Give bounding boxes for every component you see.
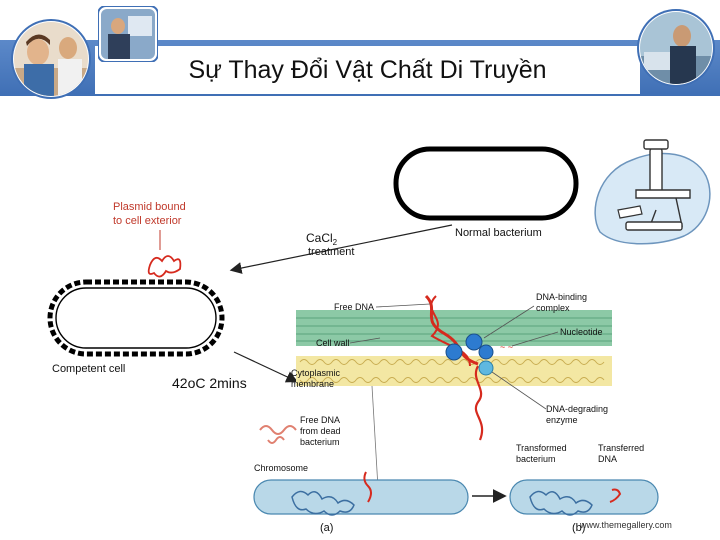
title-panel: [95, 46, 640, 94]
office-worker-photo: [98, 6, 158, 62]
footer-url: www.themegallery.com: [580, 520, 672, 530]
treatment-label: treatment: [308, 246, 354, 258]
heat-shock-label: 42oC 2mins: [172, 375, 247, 391]
competent-cell-shape: [47, 279, 225, 357]
dna-degrading-enzyme-shape: [478, 360, 494, 376]
bound-plasmid-dna: [147, 255, 182, 278]
office-people-photo-right: [637, 9, 715, 87]
office-people-photo: [11, 19, 91, 99]
heat-shock-arrow: [233, 351, 299, 383]
free-dna-dead-label-3: bacterium: [300, 437, 340, 447]
transition-arrow: [229, 224, 453, 274]
dna-degrading-label-2: enzyme: [546, 415, 578, 425]
normal-bacterium-shape: [393, 146, 579, 221]
svg-text:CaCl2: CaCl2: [306, 231, 338, 247]
microscope-icon: [594, 139, 711, 245]
nucleotide-marks: ~ ~: [500, 342, 513, 352]
nucleotide-label: Nucleotide: [560, 327, 603, 337]
bacterium-b: [509, 479, 659, 516]
dna-degrading-label-1: DNA-degrading: [546, 404, 608, 414]
transferred-label-1: Transferred: [598, 443, 644, 453]
free-dna-dead-label-1: Free DNA: [300, 415, 340, 425]
competent-cell-label: Competent cell: [52, 363, 125, 375]
slide-title: Sự Thay Đổi Vật Chất Di Truyền: [188, 56, 547, 84]
zoom-guide-line: [371, 385, 379, 489]
cytoplasmic-label-1: Cytoplasmic: [291, 368, 341, 378]
cacl2-label: CaCl: [306, 231, 333, 245]
transferred-label-2: DNA: [598, 454, 617, 464]
plasmid-bound-label-1: Plasmid bound: [113, 201, 186, 213]
entering-dna-strand: [474, 365, 484, 441]
chromosome-label: Chromosome: [254, 463, 308, 473]
dna-binding-protein: [465, 333, 483, 351]
normal-bacterium-label: Normal bacterium: [455, 227, 542, 239]
label-a: (a): [320, 522, 333, 534]
free-dna-label: Free DNA: [334, 302, 374, 312]
dead-bacterium-dna: [259, 425, 297, 444]
free-dna-dead-label-2: from dead: [300, 426, 341, 436]
cell-wall-label: Cell wall: [316, 338, 350, 348]
plasmid-bound-label-2: to cell exterior: [113, 215, 182, 227]
transformed-label-2: bacterium: [516, 454, 556, 464]
cytoplasmic-label-2: membrane: [291, 379, 334, 389]
dna-binding-label-1: DNA-binding: [536, 292, 587, 302]
transformed-label-1: Transformed: [516, 443, 567, 453]
bacterium-a: [253, 471, 469, 516]
dna-binding-label-2: complex: [536, 303, 570, 313]
cacl2-subscript: 2: [333, 238, 338, 247]
label-b: (b): [572, 522, 585, 534]
